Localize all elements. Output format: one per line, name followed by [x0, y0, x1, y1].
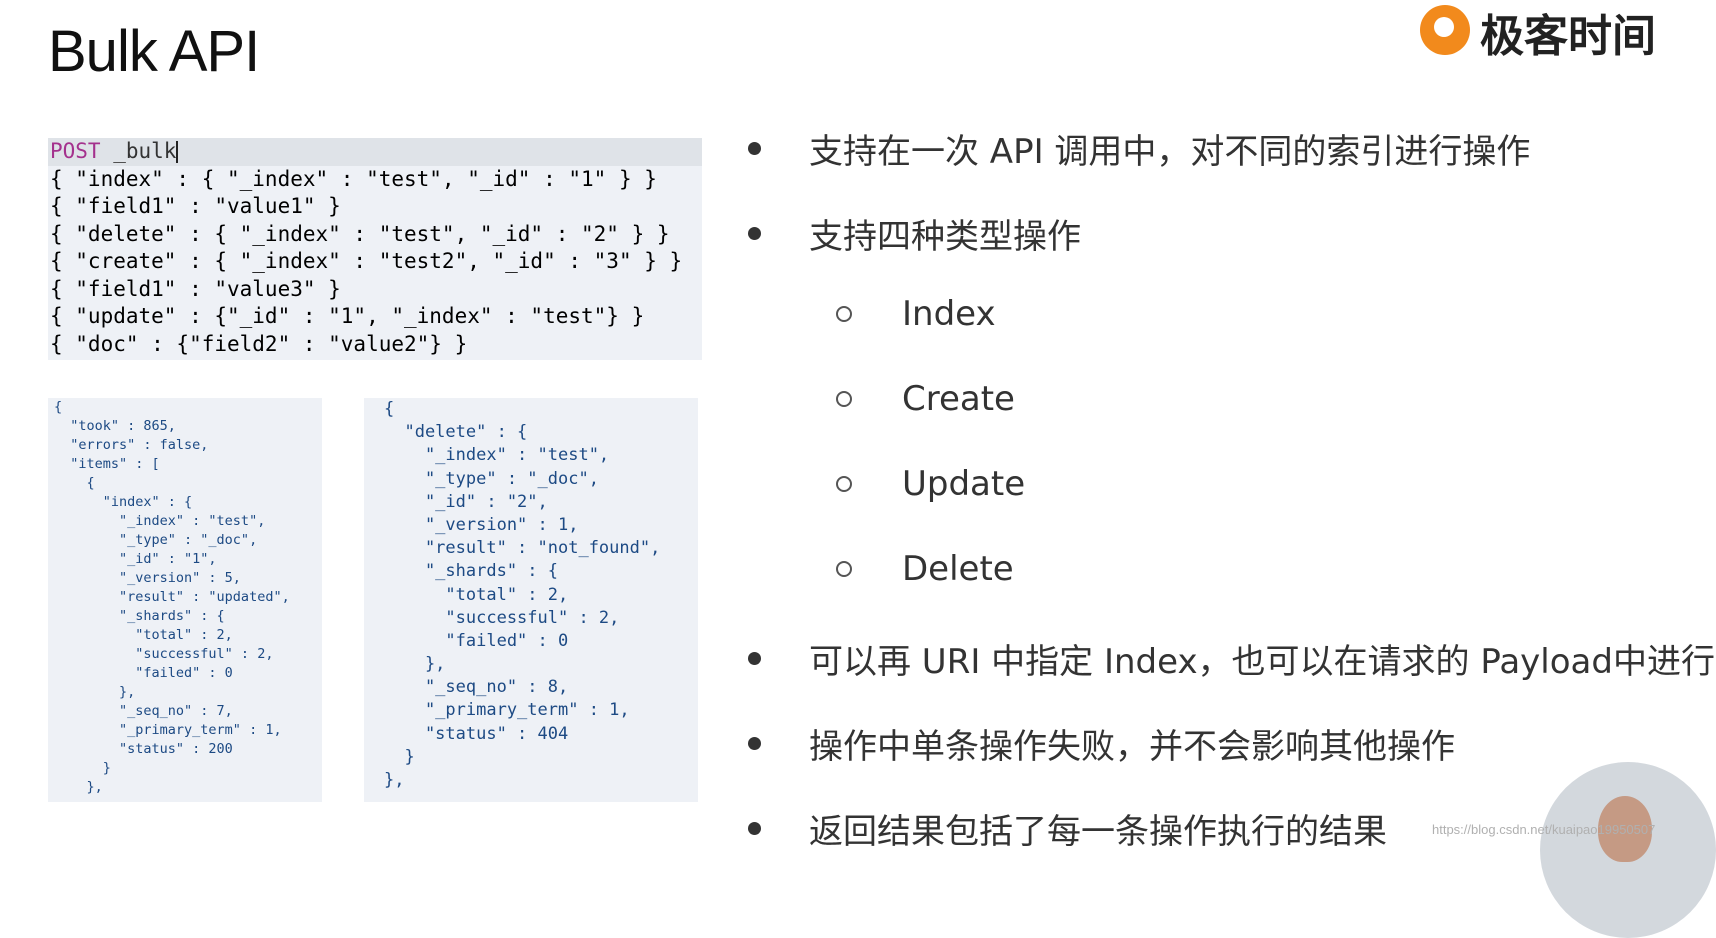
bullet-text: 支持四种类型操作 — [809, 217, 1081, 257]
response-line: }, — [54, 779, 103, 795]
request-body-line: { "field1" : "value3" } — [50, 276, 341, 301]
response-line: }, — [384, 770, 405, 790]
response-line: "_seq_no" : 8, — [384, 677, 569, 698]
bullet-text: 返回结果包括了每一条操作执行的结果 — [809, 812, 1387, 852]
request-body-line: { "field1" : "value1" } — [50, 194, 341, 218]
response-line: "_index" : "test", — [384, 445, 610, 466]
bullet-item: 返回结果包括了每一条操作执行的结果 — [748, 804, 1387, 853]
response-line: "successful" : 2, — [384, 607, 620, 628]
geekbang-logo-icon — [1420, 5, 1470, 55]
bullet-dot-icon — [748, 227, 761, 240]
response-left-block: { "took" : 865, "errors" : false, "items… — [48, 398, 322, 802]
bullet-item: 可以再 URI 中指定 Index，也可以在请求的 Payload中进行 — [748, 634, 1715, 683]
request-code-block: POST _bulk { "index" : { "_index" : "tes… — [48, 138, 702, 360]
response-line: "total" : 2, — [54, 627, 233, 643]
response-line: "_index" : "test", — [54, 513, 266, 529]
bullet-text: Delete — [902, 549, 1014, 589]
sub-bullet-ring-icon — [836, 476, 852, 492]
response-line: "_primary_term" : 1, — [54, 722, 282, 738]
response-line: "_shards" : { — [54, 608, 225, 624]
response-line: "total" : 2, — [384, 584, 569, 605]
bullet-text: Create — [902, 379, 1015, 419]
sub-bullet-item: Index — [836, 294, 996, 334]
sub-bullet-item: Create — [836, 379, 1015, 419]
response-line: "result" : "not_found", — [384, 538, 661, 559]
request-body-line: { "index" : { "_index" : "test", "_id" :… — [50, 166, 657, 191]
response-line: { — [54, 399, 63, 415]
presenter-video — [1540, 762, 1716, 938]
logo: 极客时间 — [1420, 0, 1656, 64]
response-line: }, — [384, 654, 446, 675]
response-line: }, — [54, 684, 136, 700]
response-line: } — [54, 760, 111, 776]
request-path: _bulk — [113, 139, 177, 163]
request-body-line: { "delete" : { "_index" : "test", "_id" … — [50, 221, 670, 246]
sub-bullet-ring-icon — [836, 561, 852, 577]
bullet-text: Update — [902, 464, 1026, 504]
response-line: "errors" : false, — [54, 437, 209, 453]
response-line: "_seq_no" : 7, — [54, 703, 233, 719]
response-line: "took" : 865, — [54, 418, 176, 434]
sub-bullet-ring-icon — [836, 306, 852, 322]
response-line: "_version" : 1, — [384, 514, 579, 535]
response-line: "status" : 200 — [54, 741, 233, 757]
bullet-text: 支持在一次 API 调用中，对不同的索引进行操作 — [809, 132, 1531, 172]
response-line: "result" : "updated", — [54, 589, 290, 605]
sub-bullet-item: Update — [836, 464, 1025, 504]
bullet-item: 操作中单条操作失败，并不会影响其他操作 — [748, 719, 1455, 768]
sub-bullet-item: Delete — [836, 549, 1014, 589]
response-line: } — [384, 746, 415, 767]
response-right-block: { "delete" : { "_index" : "test", "_type… — [364, 398, 698, 802]
response-line: "index" : { — [54, 494, 193, 510]
response-line: "successful" : 2, — [54, 646, 274, 662]
response-line: "items" : [ — [54, 456, 160, 472]
bullet-text: 操作中单条操作失败，并不会影响其他操作 — [809, 727, 1455, 767]
request-method: POST — [50, 139, 101, 163]
response-line: "_type" : "_doc", — [54, 532, 258, 548]
request-line: POST _bulk — [48, 138, 702, 166]
response-line: "status" : 404 — [384, 723, 569, 744]
response-line: "_id" : "1", — [54, 551, 217, 567]
request-body-line: { "create" : { "_index" : "test2", "_id"… — [50, 249, 683, 273]
request-body-line: { "doc" : {"field2" : "value2"} } — [50, 331, 468, 356]
response-line: "failed" : 0 — [384, 630, 569, 651]
logo-text: 极客时间 — [1480, 11, 1656, 62]
response-line: "delete" : { — [384, 422, 528, 443]
response-line: "failed" : 0 — [54, 665, 233, 681]
bullet-text: 可以再 URI 中指定 Index，也可以在请求的 Payload中进行 — [809, 642, 1715, 682]
bullet-item: 支持四种类型操作 — [748, 209, 1081, 258]
bullet-dot-icon — [748, 142, 761, 155]
sub-bullet-ring-icon — [836, 391, 852, 407]
response-line: { — [384, 399, 395, 419]
response-line: "_shards" : { — [384, 561, 558, 582]
slide-title: Bulk API — [48, 19, 260, 84]
request-body-line: { "update" : {"_id" : "1", "_index" : "t… — [50, 304, 645, 328]
response-line: "_id" : "2", — [384, 491, 548, 512]
bullet-dot-icon — [748, 652, 761, 665]
text-cursor — [176, 141, 179, 163]
bullet-text: Index — [902, 294, 996, 334]
bullet-dot-icon — [748, 737, 761, 750]
bullet-item: 支持在一次 API 调用中，对不同的索引进行操作 — [748, 124, 1530, 173]
bullet-dot-icon — [748, 822, 761, 835]
response-line: "_primary_term" : 1, — [384, 700, 630, 721]
response-line: "_version" : 5, — [54, 570, 241, 586]
watermark: https://blog.csdn.net/kuaipao19950507 — [1432, 822, 1656, 837]
response-line: { — [54, 475, 95, 491]
response-line: "_type" : "_doc", — [384, 468, 599, 489]
